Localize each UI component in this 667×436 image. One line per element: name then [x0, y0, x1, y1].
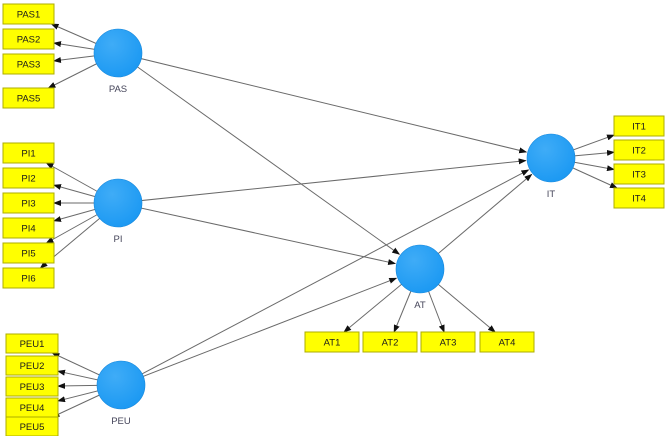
indicator-IT4[interactable]: [613, 187, 665, 209]
path-PAS-AT[interactable]: [117, 52, 401, 255]
indicator-PI3[interactable]: [2, 192, 55, 214]
indicator-label-PI3: PI3: [21, 199, 35, 210]
indicator-AT4[interactable]: [479, 331, 535, 353]
indicator-PEU3[interactable]: [5, 376, 59, 397]
path-AT-IT[interactable]: [419, 173, 533, 270]
indicator-label-PAS5: PAS5: [17, 94, 41, 105]
construct-label-AT: AT: [414, 300, 426, 311]
indicator-PI5[interactable]: [2, 242, 55, 264]
indicator-AT3[interactable]: [420, 331, 476, 353]
construct-label-PEU: PEU: [111, 416, 131, 427]
indicator-PEU5[interactable]: [5, 416, 59, 436]
indicator-label-PAS2: PAS2: [17, 35, 41, 46]
labels-layer: PAS1PAS2PAS3PAS5PI1PI2PI3PI4PI5PI6PEU1PE…: [17, 10, 646, 434]
indicator-label-PI4: PI4: [21, 224, 35, 235]
construct-PAS[interactable]: [93, 28, 143, 78]
indicator-label-AT1: AT1: [324, 338, 341, 349]
indicator-PEU1[interactable]: [5, 333, 59, 354]
construct-label-IT: IT: [547, 189, 556, 200]
indicator-label-PI5: PI5: [21, 249, 35, 260]
path-PEU-IT[interactable]: [120, 169, 530, 386]
constructs-layer: [93, 28, 576, 410]
indicator-PAS1[interactable]: [2, 3, 55, 25]
path-PI-AT[interactable]: [117, 202, 397, 265]
construct-IT[interactable]: [526, 133, 576, 183]
indicator-AT1[interactable]: [304, 331, 360, 353]
indicator-PI2[interactable]: [2, 167, 55, 189]
path-PAS-IT[interactable]: [117, 52, 528, 154]
indicator-label-PEU2: PEU2: [20, 361, 45, 372]
indicator-label-AT4: AT4: [499, 338, 516, 349]
construct-label-PAS: PAS: [109, 84, 127, 95]
indicators-layer: [2, 3, 665, 436]
indicator-IT1[interactable]: [613, 115, 665, 137]
indicator-label-IT1: IT1: [632, 122, 646, 133]
indicator-AT2[interactable]: [362, 331, 418, 353]
indicator-label-IT2: IT2: [632, 146, 646, 157]
construct-PI[interactable]: [93, 178, 143, 228]
indicator-label-PI2: PI2: [21, 174, 35, 185]
indicator-label-AT3: AT3: [440, 338, 457, 349]
indicator-label-PEU5: PEU5: [20, 422, 45, 433]
path-PI-IT[interactable]: [117, 158, 527, 204]
construct-label-PI: PI: [114, 234, 123, 245]
indicator-label-PAS3: PAS3: [17, 60, 41, 71]
indicator-label-PEU4: PEU4: [20, 403, 45, 414]
indicator-label-PI1: PI1: [21, 149, 35, 160]
construct-AT[interactable]: [395, 244, 445, 294]
indicator-PI6[interactable]: [2, 267, 55, 289]
indicator-label-IT4: IT4: [632, 194, 646, 205]
indicator-PAS5[interactable]: [2, 87, 55, 109]
indicator-label-PAS1: PAS1: [17, 10, 41, 21]
indicator-label-AT2: AT2: [382, 338, 399, 349]
indicator-PAS3[interactable]: [2, 53, 55, 75]
path-PEU-AT[interactable]: [120, 277, 398, 386]
construct-PEU[interactable]: [96, 360, 146, 410]
indicator-IT2[interactable]: [613, 139, 665, 161]
indicator-IT3[interactable]: [613, 163, 665, 185]
indicator-PEU2[interactable]: [5, 355, 59, 376]
indicator-PI4[interactable]: [2, 217, 55, 239]
indicator-PI1[interactable]: [2, 142, 55, 164]
indicator-PAS2[interactable]: [2, 28, 55, 50]
indicator-label-PEU1: PEU1: [20, 339, 45, 350]
indicator-label-IT3: IT3: [632, 170, 646, 181]
indicator-label-PEU3: PEU3: [20, 382, 45, 393]
indicator-label-PI6: PI6: [21, 274, 35, 285]
